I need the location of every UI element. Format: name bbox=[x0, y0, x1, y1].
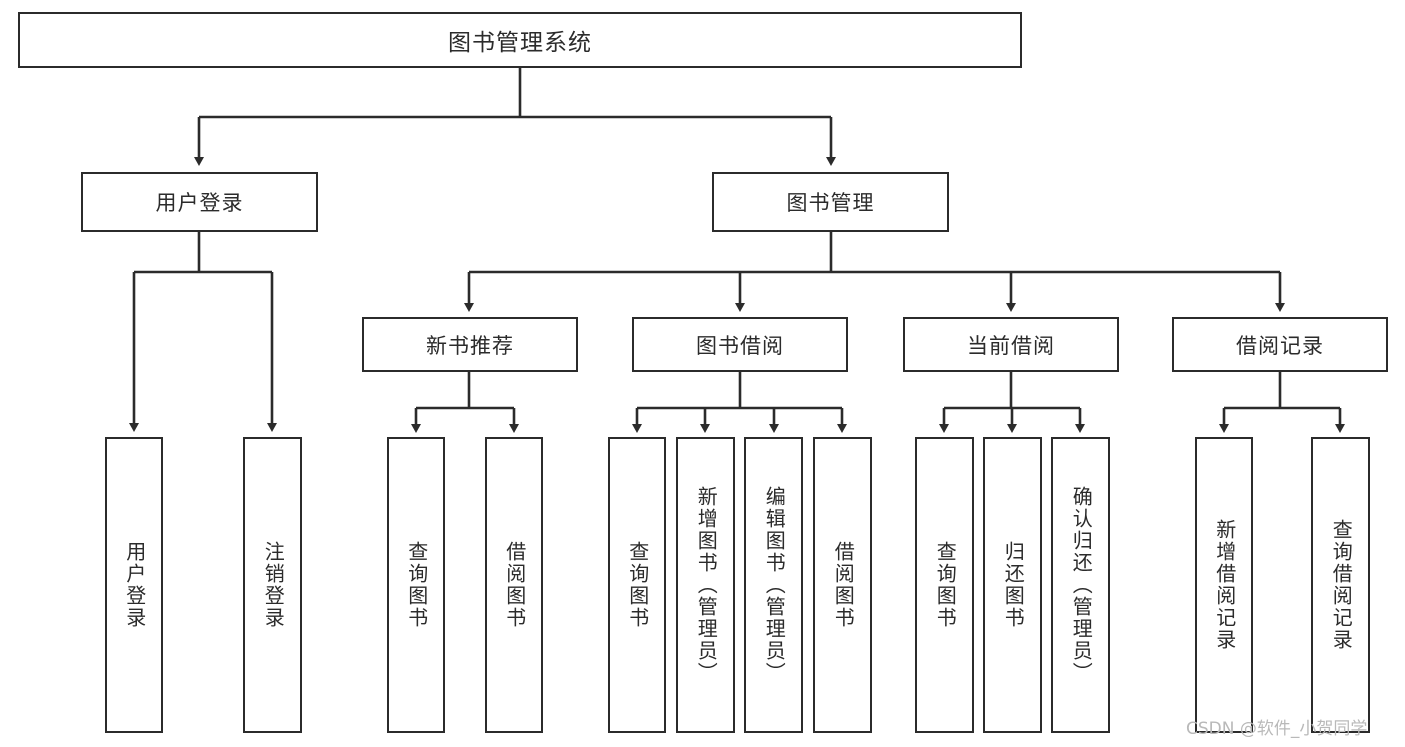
node-nb-query-book[interactable]: 查询图书 bbox=[387, 437, 445, 733]
node-book-borrow-label: 图书借阅 bbox=[696, 333, 784, 358]
node-cb-confirm-return-label: 确认归还（管理员） bbox=[1069, 486, 1094, 684]
node-bb-borrow-book[interactable]: 借阅图书 bbox=[813, 437, 872, 733]
node-new-book-recommend[interactable]: 新书推荐 bbox=[362, 317, 578, 372]
node-bb-edit-book-label: 编辑图书（管理员） bbox=[762, 486, 787, 684]
node-cb-return-book[interactable]: 归还图书 bbox=[983, 437, 1042, 733]
node-book-manage-label: 图书管理 bbox=[786, 191, 875, 215]
node-new-book-recommend-label: 新书推荐 bbox=[426, 333, 514, 358]
node-br-query-record[interactable]: 查询借阅记录 bbox=[1311, 437, 1370, 733]
node-current-borrow-label: 当前借阅 bbox=[967, 333, 1055, 358]
node-cb-query-book-label: 查询图书 bbox=[933, 541, 958, 629]
node-book-borrow[interactable]: 图书借阅 bbox=[632, 317, 848, 372]
node-nb-borrow-book-label: 借阅图书 bbox=[502, 541, 527, 629]
node-borrow-record-label: 借阅记录 bbox=[1236, 333, 1324, 358]
csdn-watermark: CSDN @软件_小贺同学 bbox=[1186, 719, 1368, 739]
node-bb-edit-book[interactable]: 编辑图书（管理员） bbox=[744, 437, 803, 733]
node-cb-query-book[interactable]: 查询图书 bbox=[915, 437, 974, 733]
node-user-logout-leaf-label: 注销登录 bbox=[261, 541, 286, 629]
node-nb-borrow-book[interactable]: 借阅图书 bbox=[485, 437, 543, 733]
node-bb-borrow-book-label: 借阅图书 bbox=[831, 541, 856, 629]
node-br-add-record-label: 新增借阅记录 bbox=[1212, 519, 1237, 651]
node-root[interactable]: 图书管理系统 bbox=[18, 12, 1022, 68]
node-br-query-record-label: 查询借阅记录 bbox=[1329, 519, 1354, 651]
node-nb-query-book-label: 查询图书 bbox=[404, 541, 429, 629]
node-user-login-label: 用户登录 bbox=[155, 191, 244, 215]
node-bb-query-book[interactable]: 查询图书 bbox=[608, 437, 666, 733]
node-current-borrow[interactable]: 当前借阅 bbox=[903, 317, 1119, 372]
node-user-logout-leaf[interactable]: 注销登录 bbox=[243, 437, 302, 733]
node-root-label: 图书管理系统 bbox=[448, 30, 592, 56]
node-user-login[interactable]: 用户登录 bbox=[81, 172, 318, 232]
node-br-add-record[interactable]: 新增借阅记录 bbox=[1195, 437, 1253, 733]
node-book-manage[interactable]: 图书管理 bbox=[712, 172, 949, 232]
node-user-login-leaf[interactable]: 用户登录 bbox=[105, 437, 163, 733]
node-borrow-record[interactable]: 借阅记录 bbox=[1172, 317, 1388, 372]
node-bb-query-book-label: 查询图书 bbox=[625, 541, 650, 629]
node-cb-return-book-label: 归还图书 bbox=[1001, 541, 1026, 629]
node-bb-add-book[interactable]: 新增图书（管理员） bbox=[676, 437, 735, 733]
node-bb-add-book-label: 新增图书（管理员） bbox=[694, 486, 719, 684]
node-cb-confirm-return[interactable]: 确认归还（管理员） bbox=[1051, 437, 1110, 733]
node-user-login-leaf-label: 用户登录 bbox=[122, 541, 147, 629]
